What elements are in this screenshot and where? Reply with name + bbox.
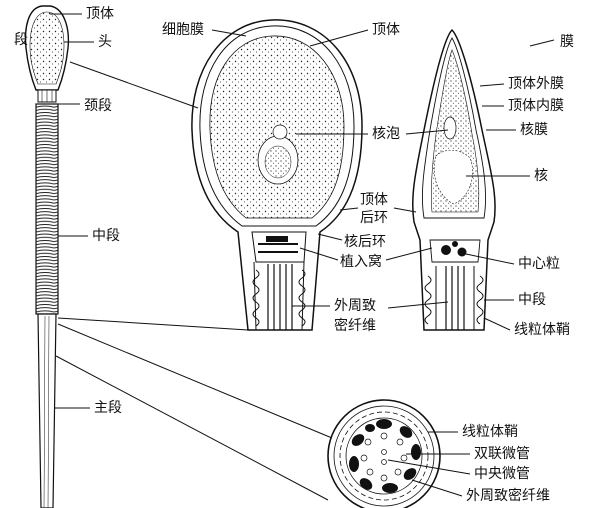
label-posterior-nuclear-ring: 核后环 (344, 234, 386, 250)
label-outer-dense-fibers-2: 密纤维 (334, 317, 376, 334)
label-nuclear-membrane: 核膜 (520, 122, 548, 138)
label-cell-membrane: 细胞膜 (162, 22, 204, 38)
whole-sperm-figure (24, 5, 70, 508)
label-postacrosomal-ring-1: 顶体 (360, 192, 388, 208)
label-neck-piece: 段 (14, 32, 28, 48)
label-principal-piece: 主段 (94, 400, 122, 416)
label-nucleus: 核 (534, 168, 548, 184)
label-middle-piece-right: 中段 (518, 292, 546, 308)
label-nuclear-vacuole: 核泡 (372, 126, 400, 142)
connector-xs-lower (55, 355, 329, 501)
label-acrosome-top: 顶体 (372, 22, 400, 38)
label-outer-acrosomal-membrane: 顶体外膜 (508, 76, 564, 92)
label-postacrosomal-ring-2: 后环 (360, 210, 388, 226)
head-sagittal-section (191, 19, 363, 331)
label-middle-piece: 中段 (92, 228, 120, 244)
head-side-section (411, 28, 496, 331)
label-neck: 颈段 (84, 98, 112, 114)
label-outer-dense-fibers-1: 外周致 (334, 298, 376, 314)
label-centriole: 中心粒 (518, 256, 560, 272)
label-xs-central-microtubules: 中央微管 (474, 466, 530, 482)
label-inner-acrosomal-membrane: 顶体内膜 (508, 98, 564, 114)
label-xs-mitochondrial-sheath: 线粒体鞘 (462, 424, 518, 440)
label-xs-outer-dense-fibers: 外周致密纤维 (466, 487, 550, 504)
sperm-principal-piece (37, 313, 57, 508)
tail-cross-section (327, 399, 441, 508)
label-acrosome-left: 顶体 (86, 6, 114, 22)
connector-head-lower (57, 317, 249, 331)
label-head: 头 (98, 34, 112, 50)
label-implantation-fossa: 植入窝 (340, 253, 382, 270)
label-membrane: 膜 (560, 34, 574, 50)
sperm-middle-piece (35, 103, 59, 315)
connector-xs-upper (57, 323, 333, 439)
label-xs-doublet-microtubules: 双联微管 (474, 446, 530, 462)
sperm-head-outline (24, 5, 70, 91)
label-mitochondrial-sheath: 线粒体鞘 (514, 322, 570, 338)
connector-head-upper (69, 61, 199, 109)
